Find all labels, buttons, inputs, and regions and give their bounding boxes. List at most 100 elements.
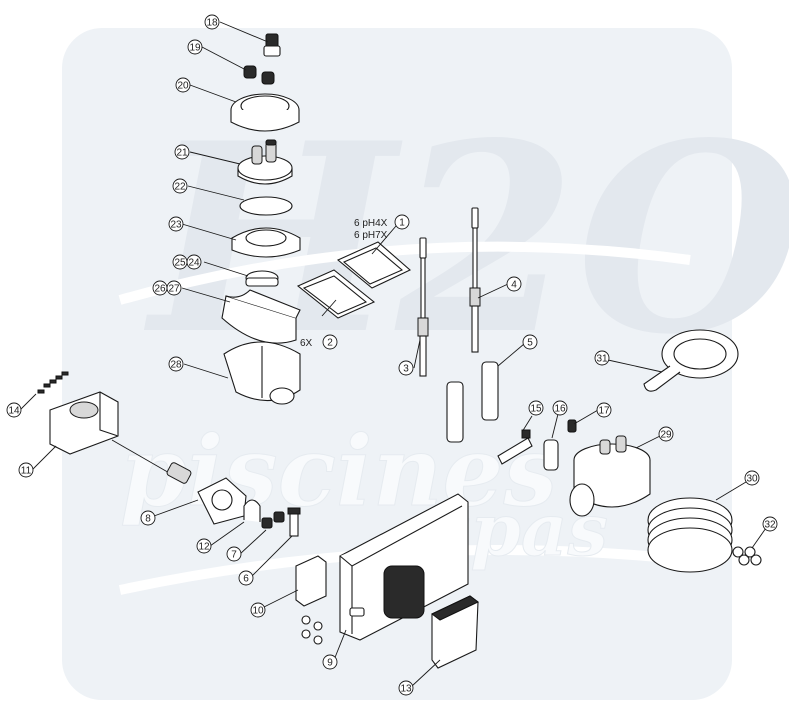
part-7-fittings	[261, 511, 285, 529]
callout-circle	[174, 144, 190, 160]
callout-circle	[172, 178, 188, 194]
callout-24: 24	[186, 254, 202, 270]
callout-circle	[398, 680, 414, 696]
callout-5: 5	[522, 334, 538, 350]
callout-label: 9	[327, 657, 333, 668]
part-13-small-cover	[431, 595, 479, 669]
callout-label: 31	[596, 353, 608, 364]
callout-circle	[238, 570, 254, 586]
callout-12: 12	[196, 538, 212, 554]
part-24-25-bracket	[245, 270, 279, 287]
callout-circle	[398, 360, 414, 376]
callout-30: 30	[744, 470, 760, 486]
part-16-filter	[543, 439, 559, 471]
callout-circle	[166, 280, 182, 296]
callout-9: 9	[322, 654, 338, 670]
callout-2: 2	[322, 334, 338, 350]
callout-label: 24	[188, 257, 200, 268]
callout-label: 28	[170, 359, 182, 370]
callout-circle	[204, 14, 220, 30]
part-18-fitting	[263, 33, 281, 57]
callout-13: 13	[398, 680, 414, 696]
callout-17: 17	[596, 402, 612, 418]
callout-14: 14	[6, 402, 22, 418]
callout-circle	[744, 470, 760, 486]
callout-label: 19	[189, 42, 201, 53]
callout-18: 18	[204, 14, 220, 30]
callout-1: 1	[394, 214, 410, 230]
callout-circle	[762, 516, 778, 532]
callout-circle	[522, 334, 538, 350]
callout-label: 30	[746, 473, 758, 484]
part-31-wrench	[643, 329, 739, 392]
part-29-valve-body	[569, 435, 651, 517]
callout-25: 25	[172, 254, 188, 270]
callout-circle	[506, 276, 522, 292]
callout-16: 16	[552, 400, 568, 416]
note-ph4: 6 pH4X	[354, 218, 388, 229]
callout-circle	[658, 426, 674, 442]
callout-8: 8	[140, 510, 156, 526]
part-10-manifold	[295, 555, 327, 645]
callout-7: 7	[226, 546, 242, 562]
callout-label: 29	[660, 429, 672, 440]
callout-label: 10	[252, 605, 264, 616]
callout-32: 32	[762, 516, 778, 532]
part-11-pump-cover	[49, 391, 119, 455]
callout-label: 27	[168, 283, 180, 294]
callout-6: 6	[238, 570, 254, 586]
part-6-valve	[287, 507, 301, 537]
callout-circle	[175, 77, 191, 93]
part-23-holder	[231, 227, 301, 258]
part-21-cover	[237, 139, 293, 185]
callout-label: 14	[8, 405, 20, 416]
callout-label: 17	[598, 405, 610, 416]
callout-circle	[168, 216, 184, 232]
callout-circle	[394, 214, 410, 230]
callout-label: 20	[177, 80, 189, 91]
callout-22: 22	[172, 178, 188, 194]
watermark-line1: piscines	[120, 415, 557, 528]
callout-label: 23	[170, 219, 182, 230]
callout-circle	[250, 602, 266, 618]
callout-11: 11	[18, 462, 34, 478]
part-30-coil	[647, 497, 733, 573]
leader-lines	[19, 21, 767, 687]
callout-circle	[594, 350, 610, 366]
callout-27: 27	[166, 280, 182, 296]
callout-3: 3	[398, 360, 414, 376]
callout-label: 1	[399, 217, 405, 228]
part-22-oring	[239, 196, 293, 216]
callout-label: 13	[400, 683, 412, 694]
callout-21: 21	[174, 144, 190, 160]
callout-label: 11	[21, 465, 32, 476]
callout-circle	[6, 402, 22, 418]
callout-label: 5	[527, 337, 533, 348]
callout-label: 8	[145, 513, 151, 524]
part-32-orings	[732, 546, 762, 566]
part-19-caps	[243, 65, 275, 85]
part-1-label-cards	[336, 241, 411, 289]
callout-label: 32	[764, 519, 776, 530]
part-3-probe	[417, 237, 429, 377]
callout-29: 29	[658, 426, 674, 442]
callout-label: 3	[403, 363, 409, 374]
callout-label: 21	[176, 147, 188, 158]
callout-circle	[140, 510, 156, 526]
callout-label: 15	[530, 403, 542, 414]
callout-circle	[226, 546, 242, 562]
callout-20: 20	[175, 77, 191, 93]
callout-15: 15	[528, 400, 544, 416]
callout-4: 4	[506, 276, 522, 292]
part-4-probe	[469, 207, 481, 353]
callout-label: 26	[154, 283, 166, 294]
callout-circle	[186, 254, 202, 270]
callout-19: 19	[187, 39, 203, 55]
part-15-sensor	[497, 429, 533, 465]
part-20-ring-nut	[230, 93, 300, 132]
callout-label: 22	[174, 181, 186, 192]
part-14-screws	[37, 371, 69, 394]
callout-label: 16	[554, 403, 566, 414]
